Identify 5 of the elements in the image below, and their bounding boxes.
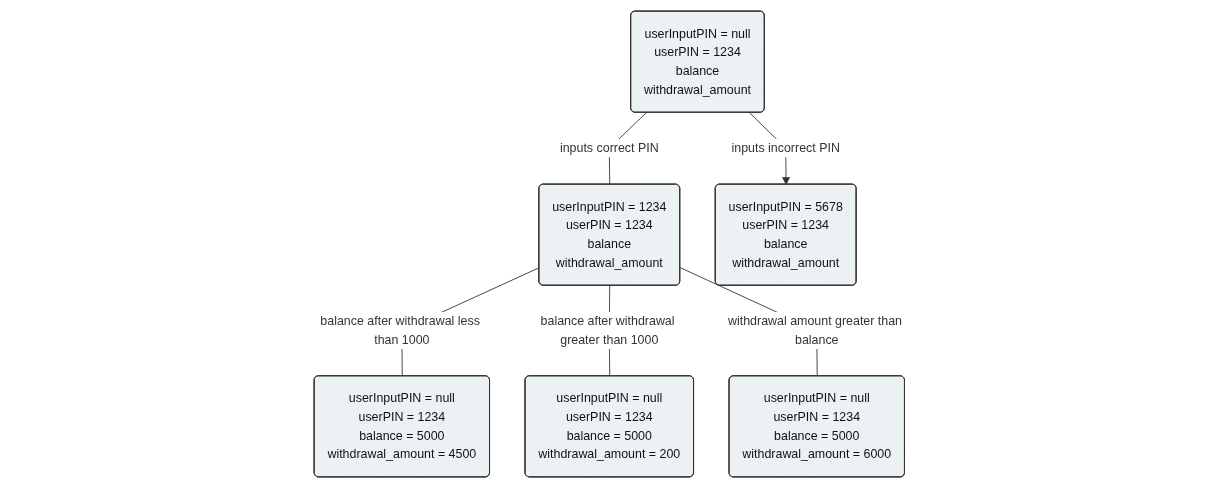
edge-label: withdrawal amount greater than balance [728, 313, 903, 347]
edge-label: inputs correct PIN [560, 140, 659, 155]
edge-label: balance after withdrawal greater than 1000 [540, 313, 675, 347]
edge-label: balance after withdrawal less than 1000 [320, 313, 481, 347]
edge-label: inputs incorrect PIN [731, 140, 841, 155]
